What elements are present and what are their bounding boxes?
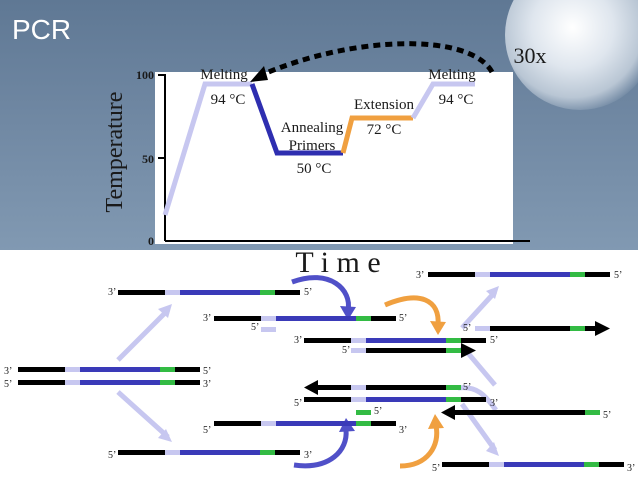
five-prime-end-label: 5’ (342, 345, 350, 356)
arrowhead (430, 321, 446, 335)
step-melting-repeat-temp: 94 °C (439, 92, 474, 108)
arrow-denature-up (116, 308, 170, 362)
five-prime-end-label: 5’ (251, 322, 259, 333)
product-2 (475, 321, 610, 336)
ssdna-top (118, 290, 300, 295)
three-prime-end-label: 3’ (203, 379, 211, 390)
five-prime-end-label: 5’ (304, 287, 312, 298)
three-prime-end-label: 3’ (294, 335, 302, 346)
arrow-extend-top (384, 295, 441, 326)
five-prime-end-label: 5’ (203, 425, 211, 436)
y-tick-label-50: 50 (142, 152, 154, 166)
arrow-anneal-bottom (293, 429, 349, 469)
three-prime-end-label: 3’ (203, 313, 211, 324)
dna-strands (18, 272, 624, 467)
five-prime-end-label: 5’ (399, 313, 407, 324)
temperature-chart-panel (155, 72, 513, 244)
product-4 (442, 462, 624, 467)
product-1 (428, 272, 610, 277)
arrowhead (340, 306, 356, 320)
annealed-top (214, 316, 396, 332)
five-prime-end-label: 5’ (463, 382, 471, 393)
step-annealing-label-1: Annealing (281, 120, 344, 136)
step-extension-label: Extension (354, 97, 414, 113)
five-prime-end-label: 5’ (614, 270, 622, 281)
step-annealing-temp: 50 °C (297, 161, 332, 177)
y-tick-label-0: 0 (148, 234, 154, 248)
arrow-denature-down (116, 390, 170, 439)
step-extension-temp: 72 °C (367, 122, 402, 138)
annealing-segment (249, 83, 343, 156)
melting-segment (162, 81, 252, 216)
ssdna-bottom (118, 450, 300, 455)
annealed-bottom (214, 410, 396, 426)
arrowhead (158, 429, 172, 442)
y-axis-label: Temperature (102, 92, 128, 213)
arrowhead (428, 414, 444, 429)
cycle-count: 30x (514, 43, 547, 68)
product-3 (441, 405, 600, 420)
arrow-split-1 (460, 290, 497, 330)
extended-bottom (304, 380, 486, 402)
y-tick-label-100: 100 (136, 68, 154, 82)
five-prime-end-label: 5’ (432, 463, 440, 474)
temperature-profile: 100 50 0 Temperature T i m e Melting 94 … (102, 41, 547, 279)
extension-segment (340, 115, 413, 154)
extended-top (304, 338, 486, 358)
arrow-split-3 (457, 385, 498, 412)
three-prime-end-label: 3’ (4, 366, 12, 377)
five-prime-end-label: 5’ (203, 366, 211, 377)
five-prime-end-label: 5’ (463, 323, 471, 334)
dsdna-original (18, 367, 200, 385)
five-prime-end-label: 5’ (490, 335, 498, 346)
arrow-anneal-top (291, 275, 351, 311)
cycle-arrowhead (250, 66, 268, 82)
five-prime-end-label: 5’ (374, 406, 382, 417)
cycle-repeat-arrow (255, 41, 495, 80)
arrowhead (486, 442, 499, 456)
melting-repeat-segment (410, 81, 475, 120)
arrowhead (486, 286, 499, 299)
three-prime-end-label: 3’ (304, 450, 312, 461)
five-prime-end-label: 5’ (294, 398, 302, 409)
five-prime-end-label: 5’ (4, 379, 12, 390)
five-prime-end-label: 5’ (603, 410, 611, 421)
three-prime-end-label: 3’ (399, 425, 407, 436)
step-melting-temp: 94 °C (211, 92, 246, 108)
five-prime-end-label: 5’ (108, 450, 116, 461)
strand-end-labels: 3’ 5’ 3’ 5’ 5’ 3’ 3’ 5’ 5’ 3’ 5’ 5’ 5’ 5’ 3’ 5… (4, 270, 635, 474)
primer (261, 327, 276, 332)
step-melting-label: Melting (200, 67, 248, 83)
three-prime-end-label: 3’ (416, 270, 424, 281)
arrowhead (158, 304, 172, 318)
x-axis-label: T i m e (295, 246, 380, 279)
primer (356, 410, 371, 415)
three-prime-end-label: 3’ (627, 463, 635, 474)
slide-title: PCR (12, 14, 72, 45)
step-annealing-label-2: Primers (289, 138, 336, 154)
three-prime-end-label: 3’ (108, 287, 116, 298)
three-prime-end-label: 3’ (490, 398, 498, 409)
process-arrows (116, 275, 499, 469)
step-melting-repeat-label: Melting (428, 67, 476, 83)
arrow-extend-bottom (399, 425, 440, 469)
